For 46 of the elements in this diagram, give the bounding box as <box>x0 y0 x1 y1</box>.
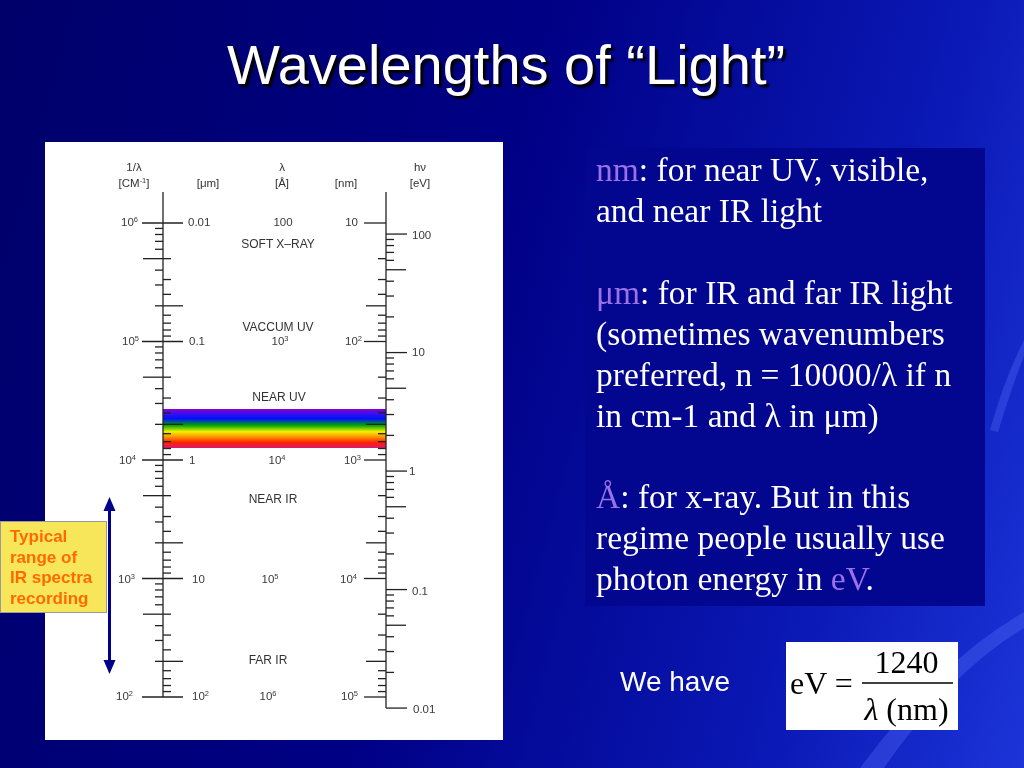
formula-numerator: 1240 <box>874 646 939 678</box>
region-label: FAR IR <box>248 654 288 668</box>
axis-header: [nm] <box>334 176 358 191</box>
tick-label: 10$^{5}$ <box>122 335 139 349</box>
callout-box <box>0 521 107 613</box>
tick-label: 10$^{6}$ <box>121 216 138 230</box>
note-paragraph: Å: for x-ray. But in this regime people usually use photon energy in eV. <box>596 477 946 599</box>
tick-label: 10$^{5}$ <box>261 573 279 587</box>
tick-label: 1 <box>409 465 416 479</box>
tick-label: 100 <box>273 216 293 230</box>
tick-label: 10 <box>345 216 358 230</box>
tick-label: 10 <box>412 346 425 360</box>
tick-label: 10$^{4}$ <box>268 454 286 468</box>
region-label: NEAR IR <box>248 493 298 507</box>
axis-header: λ [Å] <box>274 160 290 191</box>
formula-box <box>786 642 958 730</box>
tick-label: 10$^{6}$ <box>259 690 277 704</box>
axis-header: 1/λ [CM$^{-1}$] <box>118 160 150 191</box>
tick-label: 0.1 <box>412 585 428 599</box>
formula-denominator: λ (nm) <box>864 693 949 725</box>
region-label: VACCUM UV <box>242 321 314 335</box>
region-label: SOFT X–RAY <box>241 238 315 252</box>
tick-label: 0.01 <box>188 216 211 230</box>
axis-header: hν [eV] <box>409 160 431 191</box>
tick-label: 10$^{3}$ <box>344 454 361 468</box>
tick-label: 10$^{4}$ <box>119 454 136 468</box>
note-paragraph: μm: for IR and far IR light (sometimes wavenumbers preferred, n = 10000/λ if n in cm-1 and λ in μm) <box>596 273 954 436</box>
intro-text: We have <box>620 665 730 699</box>
tick-label: 10$^{3}$ <box>271 335 289 349</box>
tick-label: 1 <box>189 454 196 468</box>
region-label: NEAR UV <box>252 391 306 405</box>
callout-text: Typical range of IR spectra recording <box>10 527 94 609</box>
tick-label: 10$^{2}$ <box>192 690 209 704</box>
formula-text: eV = <box>790 667 853 699</box>
slide-title: Wavelengths of “Light” <box>226 32 786 98</box>
tick-label: 10$^{4}$ <box>340 573 357 587</box>
tick-label: 100 <box>412 229 432 243</box>
tick-label: 10 <box>192 573 205 587</box>
note-paragraph: nm: for near UV, visible, and near IR light <box>596 150 930 231</box>
tick-label: 0.01 <box>413 703 436 717</box>
tick-label: 10$^{2}$ <box>345 335 362 349</box>
tick-label: 10$^{2}$ <box>116 690 133 704</box>
tick-label: 10$^{3}$ <box>118 573 135 587</box>
axis-header: [μm] <box>196 176 220 191</box>
tick-label: 10$^{5}$ <box>341 690 358 704</box>
tick-label: 0.1 <box>189 335 205 349</box>
